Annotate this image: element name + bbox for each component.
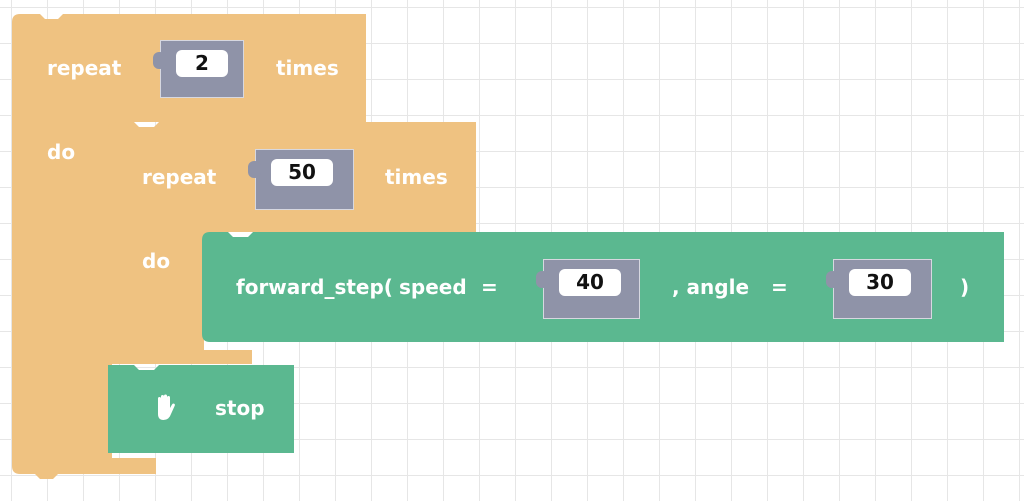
stop-block-shape [108, 365, 294, 453]
stop-block[interactable] [108, 365, 294, 453]
outer-times-label: times [276, 56, 339, 80]
inner-times-label: times [385, 165, 448, 189]
speed-param-label: speed [399, 275, 467, 299]
inner-count-input[interactable]: 50 [271, 159, 333, 186]
speed-equals-label: = [481, 275, 498, 299]
angle-equals-label: = [771, 275, 788, 299]
outer-count-input[interactable]: 2 [176, 50, 228, 77]
inner-count-slot[interactable]: 50 [248, 149, 354, 210]
speed-value-input[interactable]: 40 [559, 269, 621, 296]
outer-do-label: do [47, 140, 76, 164]
inner-do-label: do [142, 249, 171, 273]
inner-repeat-shape [108, 122, 476, 364]
speed-value-slot[interactable]: 40 [536, 259, 640, 319]
forward-step-call-label: forward_step( [236, 275, 393, 299]
outer-count-slot[interactable]: 2 [153, 40, 244, 98]
stop-label: stop [215, 396, 265, 420]
close-paren-label: ) [960, 275, 970, 299]
angle-value-input[interactable]: 30 [849, 269, 911, 296]
outer-repeat-shape [12, 14, 366, 479]
outer-repeat-label: repeat [47, 56, 122, 80]
inner-repeat-label: repeat [142, 165, 217, 189]
hand-icon [158, 394, 175, 420]
angle-param-label: , angle [672, 275, 750, 299]
outer-repeat-block[interactable] [12, 14, 368, 480]
inner-repeat-block[interactable] [108, 122, 478, 366]
angle-value-slot[interactable]: 30 [826, 259, 932, 319]
